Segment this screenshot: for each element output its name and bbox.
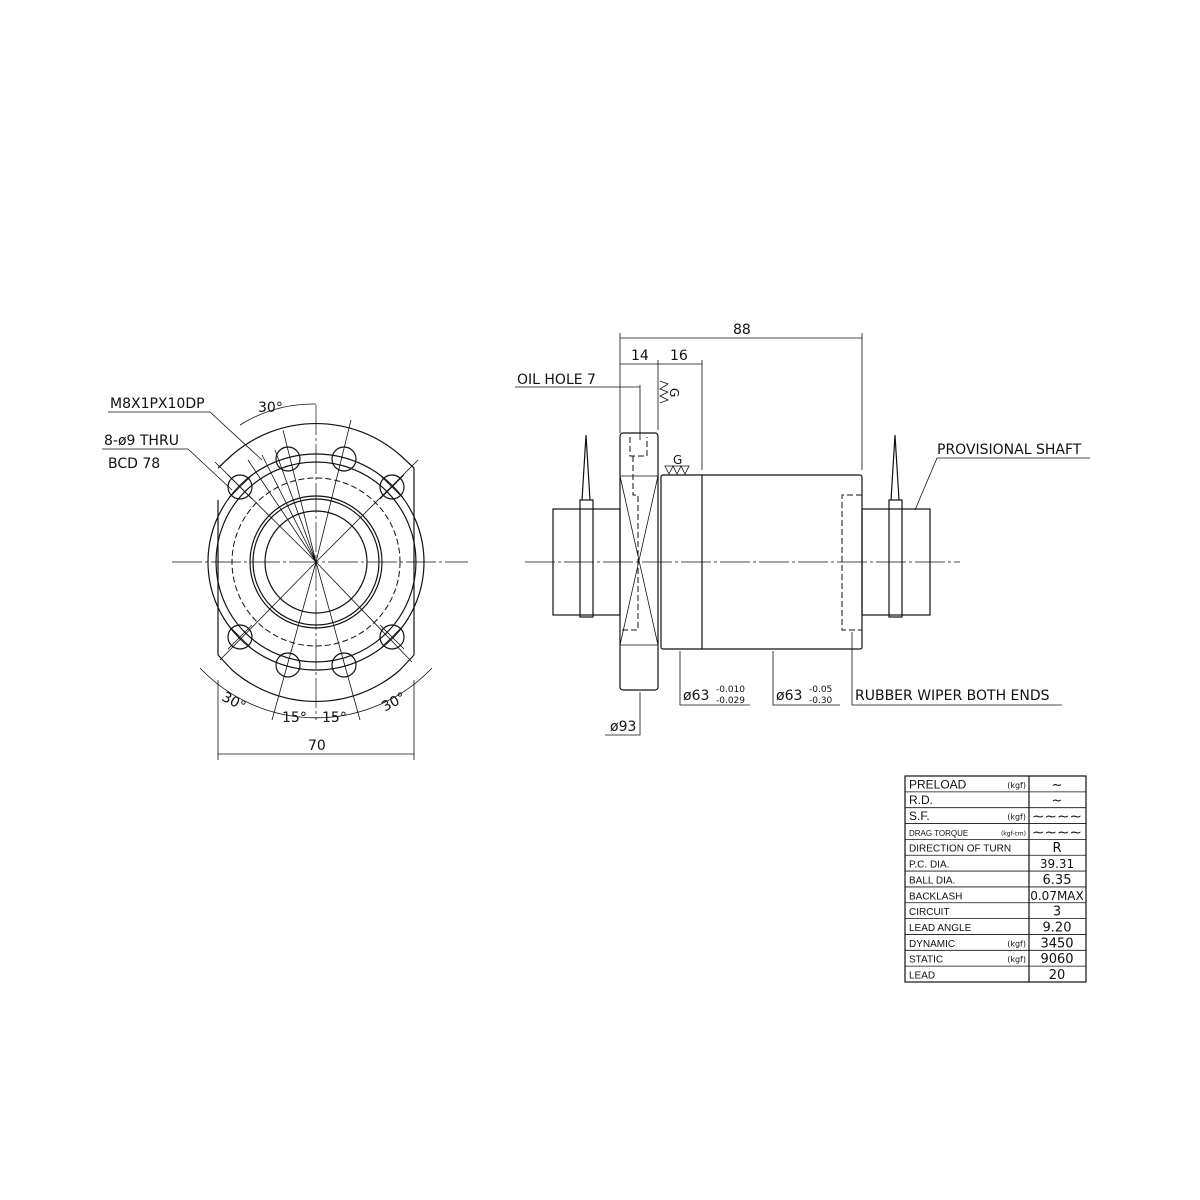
table-row-value: 6.35	[1043, 873, 1072, 888]
bore-circle	[264, 510, 368, 614]
table-row-label: LEAD	[909, 971, 935, 982]
shaft-tip-right	[890, 434, 900, 501]
table-row-unit: (kgf)	[1007, 813, 1026, 822]
spigot-tol-lower: -0.029	[716, 696, 745, 706]
table-row-label: LEAD ANGLE	[909, 923, 972, 934]
flange-dia-leader	[605, 692, 641, 736]
angle-15-right-label: 15°	[322, 710, 347, 726]
flange-flats	[217, 500, 415, 655]
angle-arc-top	[239, 403, 317, 426]
table-row-label: S.F.	[909, 809, 930, 823]
width-dimension: 70	[308, 738, 326, 754]
angle-rays	[214, 419, 419, 721]
flange-dia: ø93	[610, 719, 636, 735]
body-tol-upper: -0.05	[809, 685, 832, 695]
table-row-unit: (kgf-cm)	[1001, 830, 1026, 837]
table-row-label: STATIC	[909, 955, 943, 966]
table-row-unit: (kgf)	[1007, 781, 1026, 790]
table-row-value: 0.07MAX	[1030, 889, 1084, 903]
flange-bottom-outline	[217, 654, 415, 703]
spigot-dia: ø63	[683, 688, 709, 704]
oil-hole-hidden	[620, 437, 648, 631]
spigot-inner-circle	[252, 498, 380, 626]
angle-15-left-label: 15°	[282, 710, 307, 726]
table-row-value: 3450	[1040, 936, 1073, 951]
shaft-tip-left	[581, 434, 591, 501]
shaft-collar-right	[888, 499, 903, 618]
spigot-tol-upper: -0.010	[716, 685, 745, 695]
table-row-label: DRAG TORQUE	[909, 829, 968, 838]
bcd-note: BCD 78	[108, 456, 160, 472]
table-row-label: P.C. DIA.	[909, 860, 949, 871]
grind-symbol-1	[659, 380, 669, 404]
table-row-value: 20	[1049, 968, 1066, 983]
shaft-collar-left	[579, 499, 594, 618]
table-row-label: BACKLASH	[909, 891, 962, 902]
flange-width-dimension: 14	[631, 348, 649, 364]
length-dimension: 88	[733, 322, 751, 338]
oil-hole-leader	[515, 385, 641, 440]
angle-bottom-left-label: 30°	[219, 689, 248, 715]
table-row-label: DYNAMIC	[909, 939, 955, 950]
holes-note-leader	[102, 448, 233, 491]
wiper-leader	[851, 632, 1062, 706]
shaft-note: PROVISIONAL SHAFT	[937, 442, 1082, 458]
flange-outer-circle	[207, 453, 425, 671]
oil-hole-note: OIL HOLE 7	[517, 372, 596, 388]
shaft-note-leader	[914, 457, 1090, 511]
front-view: 30° 30° 30° 15° 15° 70 M8X1PX10DP 8-ø9 T…	[102, 396, 468, 760]
grind-mark-1: G	[667, 388, 681, 397]
flange-side	[619, 432, 659, 691]
angle-arc-bottom	[199, 667, 433, 719]
spigot-circle	[249, 495, 383, 629]
table-row-label: R.D.	[909, 793, 933, 807]
table-row-value: 3	[1053, 905, 1061, 920]
nut-body	[660, 474, 863, 650]
spigot-dimension: 16	[670, 348, 688, 364]
side-view: 88 14 16 OIL HOLE 7 G G ø93 ø63 -0.010 -…	[515, 322, 1090, 736]
wiper-note: RUBBER WIPER BOTH ENDS	[855, 688, 1050, 704]
table-row-label: BALL DIA.	[909, 875, 955, 886]
width-dimension-lines	[217, 680, 415, 760]
table-row-unit: (kgf)	[1007, 955, 1026, 964]
table-row-unit: (kgf)	[1007, 939, 1026, 948]
table-row-value: ~	[1052, 794, 1063, 809]
thread-note: M8X1PX10DP	[110, 396, 205, 412]
thread-note-leader	[108, 411, 263, 461]
table-border	[904, 775, 1087, 983]
table-row-label: CIRCUIT	[909, 907, 950, 918]
flange-top-outline	[217, 422, 415, 500]
table-row-value: R	[1052, 841, 1061, 856]
table-row-value: ~	[1052, 778, 1063, 793]
length-dimension-lines	[619, 333, 863, 470]
bolt-circle	[231, 477, 401, 647]
table-row-value: 9060	[1040, 952, 1073, 967]
table-row-value: ~~~~	[1032, 810, 1082, 825]
angle-top-label: 30°	[258, 400, 283, 416]
spec-table: PRELOAD (kgf) ~ R.D. ~ S.F. (kgf) ~~~~ DRAG TORQ…	[904, 775, 1087, 983]
wiper-hidden	[841, 494, 862, 631]
table-row-label: PRELOAD	[909, 777, 967, 791]
grind-mark-2: G	[673, 453, 682, 467]
flange-section-lines	[619, 475, 659, 646]
table-row-value: 39.31	[1040, 857, 1074, 871]
table-row-value: 9.20	[1043, 920, 1072, 935]
table-row-value: ~~~~	[1032, 825, 1082, 840]
spigot-dia-leader	[679, 651, 750, 706]
body-dia: ø63	[776, 688, 802, 704]
flange-circle	[215, 461, 417, 663]
body-dia-leader	[772, 651, 840, 706]
table-row-label: DIRECTION OF TURN	[909, 844, 1011, 855]
holes-note: 8-ø9 THRU	[104, 433, 179, 449]
grind-symbol-2	[664, 465, 690, 475]
angle-bottom-right-label: 30°	[379, 690, 408, 716]
body-tol-lower: -0.30	[809, 696, 833, 706]
